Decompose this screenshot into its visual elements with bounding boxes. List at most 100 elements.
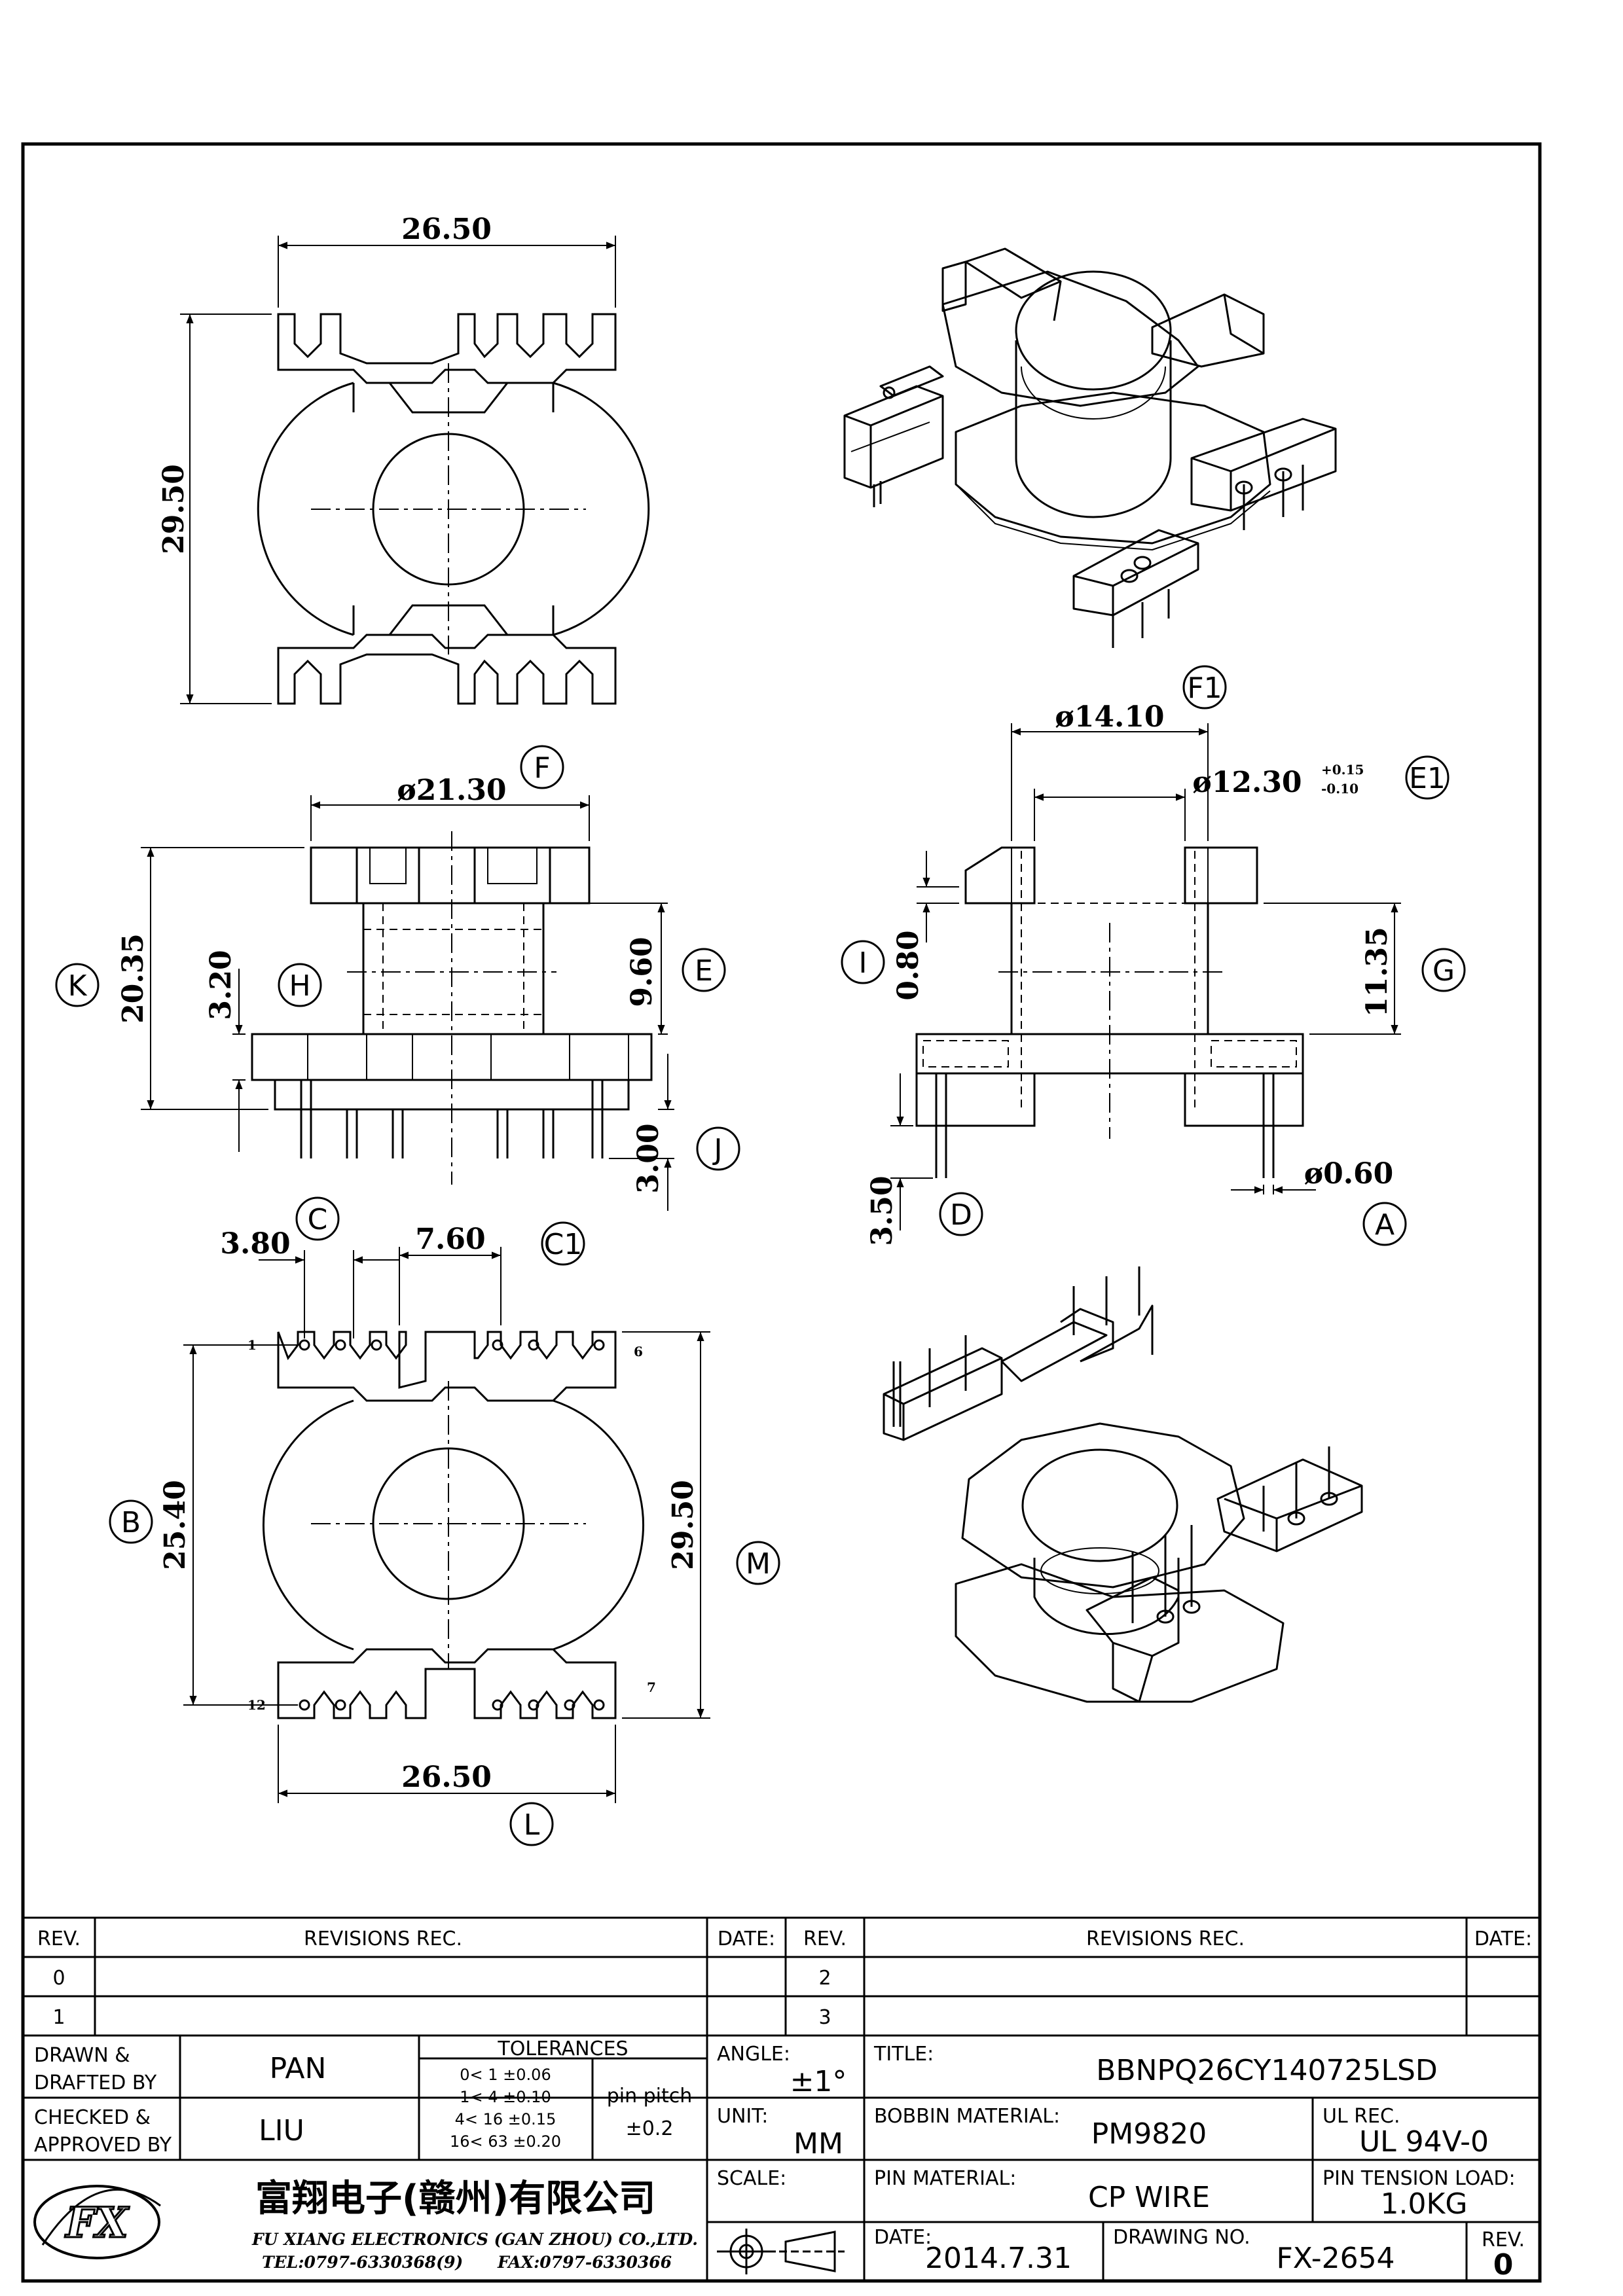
isometric-view-f1: [843, 247, 1337, 648]
dim-bottom-height: 29.50: [666, 1480, 700, 1570]
bobbin-material-label: BOBBIN MATERIAL:: [874, 2105, 1060, 2128]
date-header-left: DATE:: [718, 1928, 775, 1950]
pin-pitch-label: pin pitch: [607, 2085, 693, 2108]
pin-label-7: 7: [647, 1679, 656, 1695]
dim-top-width: 26.50: [401, 213, 492, 246]
checked-label-1: CHECKED &: [34, 2106, 151, 2129]
scale-label: SCALE:: [717, 2167, 786, 2190]
title-block-grid: [23, 2036, 1540, 2281]
dim-pin-dia: ø0.60: [1304, 1157, 1394, 1191]
ul-label: UL REC.: [1322, 2105, 1400, 2128]
company-tel: TEL:0797-6330368(9): [262, 2253, 463, 2272]
revisions-header-right: REVISIONS REC.: [1086, 1928, 1245, 1950]
pin-material-value: CP WIRE: [1088, 2181, 1210, 2214]
rev-header-right: REV.: [803, 1928, 847, 1950]
company-name-en: FU XIANG ELECTRONICS (GAN ZHOU) CO.,LTD.: [251, 2230, 698, 2249]
pin-material-label: PIN MATERIAL:: [874, 2167, 1016, 2190]
dim-winding-height: 9.60: [625, 937, 659, 1007]
company-name-cn: 富翔电子(赣州)有限公司: [255, 2178, 655, 2220]
company-fax: FAX:0797-6330366: [497, 2253, 672, 2272]
frame-border: [21, 142, 1542, 2283]
title-value: BBNPQ26CY140725LSD: [1096, 2054, 1438, 2087]
dim-inner-dia: ø12.30: [1192, 766, 1302, 799]
bottom-view-centerlines: [311, 1381, 586, 1669]
balloon-k: K: [68, 969, 88, 1003]
balloon-c1: C1: [544, 1228, 583, 1261]
date-value: 2014.7.31: [925, 2242, 1072, 2275]
angle-value: ±1°: [790, 2065, 847, 2098]
tol-row-3: 4< 16 ±0.15: [455, 2110, 556, 2128]
date-label: DATE:: [874, 2226, 932, 2249]
drawn-label-2: DRAFTED BY: [34, 2072, 157, 2094]
side-view-f-centerlines: [347, 831, 556, 1185]
rev-row-3: 3: [818, 2006, 831, 2029]
dim-overall-height: 20.35: [117, 933, 150, 1024]
rev-header-left: REV.: [37, 1928, 81, 1950]
balloon-a: A: [1375, 1208, 1395, 1242]
dim-top-flange-thk: 0.80: [892, 930, 925, 1000]
revisions-table-grid: [23, 1916, 1540, 2037]
rev-row-1: 1: [52, 2006, 65, 2029]
drawing-no-value: FX-2654: [1276, 2242, 1395, 2275]
side-view-e1-dimensions: [890, 723, 1401, 1230]
balloon-e: E: [695, 954, 713, 988]
logo-text: FX: [64, 2198, 129, 2248]
title-label: TITLE:: [873, 2043, 934, 2066]
side-view-f-dimensions: [141, 795, 674, 1211]
top-view-dimensions: [180, 236, 616, 704]
unit-label: UNIT:: [717, 2105, 768, 2128]
dim-inner-tol-plus: +0.15: [1321, 762, 1364, 778]
ul-value: UL 94V-0: [1359, 2125, 1489, 2159]
balloon-b: B: [121, 1506, 141, 1539]
revisions-header-left: REVISIONS REC.: [304, 1928, 462, 1950]
pin-label-12: 12: [247, 1697, 266, 1713]
dim-pin-standoff: 3.50: [866, 1175, 899, 1246]
dim-pin-row-span: 25.40: [158, 1480, 192, 1570]
side-view-e1: [915, 846, 1304, 1178]
side-view-f-hidden: [363, 903, 543, 1034]
pin-tension-label: PIN TENSION LOAD:: [1322, 2167, 1516, 2190]
balloon-i: I: [859, 946, 867, 980]
side-view-e1-hidden: [922, 851, 1297, 1113]
checked-label-2: APPROVED BY: [34, 2134, 172, 2157]
drawn-label-1: DRAWN &: [34, 2044, 130, 2067]
balloon-c: C: [308, 1203, 328, 1236]
balloon-f1: F1: [1187, 672, 1222, 705]
unit-value: MM: [793, 2127, 843, 2161]
bobbin-material-value: PM9820: [1091, 2117, 1207, 2151]
balloon-m: M: [746, 1547, 771, 1581]
bottom-view-dimensions: [183, 1247, 710, 1803]
company-logo: [33, 2185, 161, 2259]
balloon-j: J: [712, 1133, 723, 1166]
pin-label-1: 1: [247, 1337, 257, 1353]
balloon-f: F: [534, 751, 550, 785]
dim-outer-dia: ø14.10: [1055, 700, 1164, 734]
isometric-view-bottom: [883, 1266, 1363, 1703]
top-view-centerlines: [311, 363, 586, 655]
checked-by-value: LIU: [259, 2114, 304, 2147]
dim-inner-tol-minus: -0.10: [1321, 781, 1359, 797]
pin-tension-value: 1.0KG: [1381, 2187, 1468, 2221]
dim-pin-pitch: 3.80: [220, 1227, 290, 1261]
dim-wall-height: 11.35: [1360, 927, 1394, 1017]
tol-row-1: 0< 1 ±0.06: [460, 2066, 551, 2084]
pin-pitch-tol: ±0.2: [626, 2117, 674, 2140]
rev-value: 0: [1493, 2248, 1514, 2282]
rev-row-0: 0: [52, 1967, 65, 1990]
date-header-right: DATE:: [1474, 1928, 1532, 1950]
balloon-l: L: [524, 1808, 540, 1842]
side-view-e1-centerlines: [998, 923, 1224, 1139]
drawing-no-label: DRAWING NO.: [1113, 2226, 1250, 2249]
rev-row-2: 2: [818, 1967, 831, 1990]
balloon-h: H: [289, 969, 310, 1003]
balloons: [55, 665, 1466, 1846]
balloon-d: D: [950, 1198, 972, 1232]
dim-bottom-width: 26.50: [401, 1761, 492, 1794]
projection-symbol: [717, 2229, 845, 2274]
angle-label: ANGLE:: [717, 2043, 790, 2066]
bottom-view: [263, 1331, 644, 1719]
tol-row-4: 16< 63 ±0.20: [450, 2132, 561, 2151]
balloon-e1: E1: [1409, 762, 1446, 795]
dim-top-height: 29.50: [157, 464, 191, 554]
